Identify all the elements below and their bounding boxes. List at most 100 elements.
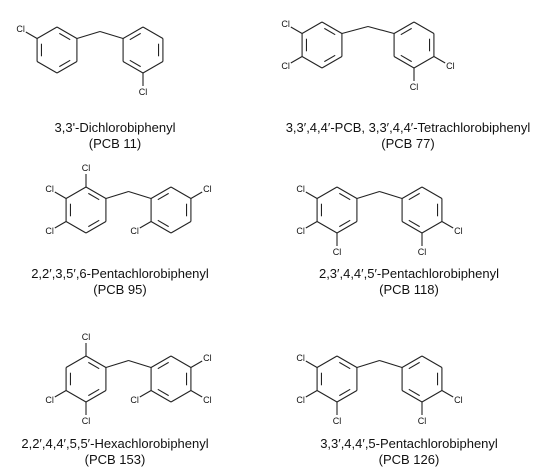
ring-bond bbox=[170, 221, 192, 234]
ring-bond bbox=[65, 186, 87, 199]
chlorine-bond bbox=[54, 390, 67, 398]
caption-pcb-118: 2,3′,4,4′,5′-Pentachlorobiphenyl (PCB 11… bbox=[294, 266, 524, 298]
ring-bond bbox=[401, 186, 423, 199]
chlorine-bond bbox=[305, 360, 318, 368]
caption-pcb-153: 2,2′,4,4′,5,5′-Hexachlorobiphenyl (PCB 1… bbox=[0, 436, 250, 468]
chlorine-label: Cl bbox=[281, 19, 290, 29]
chlorine-bond bbox=[433, 56, 446, 64]
chlorine-bond bbox=[190, 191, 203, 199]
caption-pcb-11: 3,3'-Dichlorobiphenyl (PCB 11) bbox=[0, 120, 230, 152]
biphenyl-bond bbox=[367, 25, 395, 35]
ring-bond bbox=[56, 26, 78, 39]
chlorine-bond bbox=[305, 221, 318, 229]
chlorine-label: Cl bbox=[203, 395, 212, 405]
chlorine-label: Cl bbox=[82, 163, 91, 173]
ring-double-bond bbox=[88, 219, 100, 228]
ring-bond bbox=[336, 186, 358, 199]
ring-bond bbox=[336, 390, 358, 403]
compound-name: 2,3′,4,4′,5′-Pentachlorobiphenyl bbox=[318, 266, 500, 281]
compound-name: 2,2′,4,4′,5,5′-Hexachlorobiphenyl bbox=[21, 436, 209, 451]
chlorine-label: Cl bbox=[82, 332, 91, 342]
chlorine-label: Cl bbox=[45, 395, 54, 405]
ring-bond bbox=[301, 21, 323, 34]
chlorine-label: Cl bbox=[16, 24, 25, 34]
compound-code: (PCB 95) bbox=[93, 282, 147, 297]
ring-bond bbox=[301, 56, 323, 69]
ring-double-bond bbox=[129, 59, 141, 68]
chlorine-label: Cl bbox=[410, 82, 419, 92]
ring-double-bond bbox=[157, 219, 169, 228]
chlorine-label: Cl bbox=[454, 226, 463, 236]
compound-name: 2,2′,3,5′,6-Pentachlorobiphenyl bbox=[31, 266, 209, 281]
ring-bond bbox=[150, 221, 172, 234]
chlorine-label: Cl bbox=[454, 395, 463, 405]
ring-double-bond bbox=[339, 219, 351, 228]
ring-double-bond bbox=[157, 388, 169, 397]
chlorine-label: Cl bbox=[418, 247, 427, 257]
biphenyl-bond bbox=[99, 30, 124, 40]
ring-double-bond bbox=[88, 388, 100, 397]
ring-bond bbox=[170, 390, 192, 403]
chlorine-label: Cl bbox=[130, 395, 139, 405]
ring-double-bond bbox=[157, 361, 169, 370]
ring-double-bond bbox=[157, 192, 169, 201]
chlorine-bond bbox=[25, 31, 38, 39]
ring-double-bond bbox=[88, 361, 100, 370]
chlorine-bond bbox=[139, 221, 152, 229]
chlorine-label: Cl bbox=[296, 395, 305, 405]
ring-double-bond bbox=[408, 388, 420, 397]
ring-bond bbox=[36, 61, 58, 74]
chlorine-label: Cl bbox=[45, 184, 54, 194]
ring-double-bond bbox=[408, 192, 420, 201]
ring-double-bond bbox=[400, 27, 412, 36]
chlorine-bond bbox=[305, 191, 318, 199]
chlorine-label: Cl bbox=[333, 247, 342, 257]
biphenyl-bond bbox=[379, 190, 403, 200]
ring-bond bbox=[401, 221, 423, 234]
compound-code: (PCB 118) bbox=[379, 282, 439, 297]
ring-double-bond bbox=[408, 219, 420, 228]
chlorine-bond bbox=[190, 360, 203, 368]
ring-bond bbox=[321, 56, 343, 69]
ring-bond bbox=[65, 221, 87, 234]
chlorine-label: Cl bbox=[281, 61, 290, 71]
chlorine-label: Cl bbox=[203, 353, 212, 363]
chlorine-bond bbox=[139, 390, 152, 398]
ring-bond bbox=[393, 21, 415, 34]
ring-double-bond bbox=[59, 32, 71, 41]
compound-code: (PCB 126) bbox=[378, 452, 440, 467]
chlorine-label: Cl bbox=[130, 226, 139, 236]
biphenyl-bond bbox=[76, 30, 101, 40]
ring-bond bbox=[65, 390, 87, 403]
chlorine-bond bbox=[54, 221, 67, 229]
ring-bond bbox=[170, 355, 192, 368]
chlorine-bond bbox=[190, 390, 203, 398]
ring-bond bbox=[401, 355, 423, 368]
biphenyl-bond bbox=[379, 359, 403, 369]
biphenyl-bond bbox=[128, 190, 152, 200]
ring-bond bbox=[413, 21, 435, 34]
biphenyl-bond bbox=[341, 25, 369, 35]
compound-name: 3,3'-Dichlorobiphenyl bbox=[54, 120, 176, 135]
chlorine-label: Cl bbox=[296, 353, 305, 363]
caption-pcb-95: 2,2′,3,5′,6-Pentachlorobiphenyl (PCB 95) bbox=[0, 266, 240, 298]
compound-code: (PCB 153) bbox=[84, 452, 146, 467]
chlorine-bond bbox=[54, 191, 67, 199]
ring-bond bbox=[316, 355, 338, 368]
ring-bond bbox=[85, 221, 107, 234]
chlorine-bond bbox=[305, 390, 318, 398]
ring-bond bbox=[36, 26, 58, 39]
ring-bond bbox=[150, 390, 172, 403]
ring-bond bbox=[122, 61, 144, 74]
ring-bond bbox=[150, 355, 172, 368]
ring-bond bbox=[421, 390, 443, 403]
ring-double-bond bbox=[408, 361, 420, 370]
ring-bond bbox=[421, 355, 443, 368]
ring-bond bbox=[85, 355, 107, 368]
